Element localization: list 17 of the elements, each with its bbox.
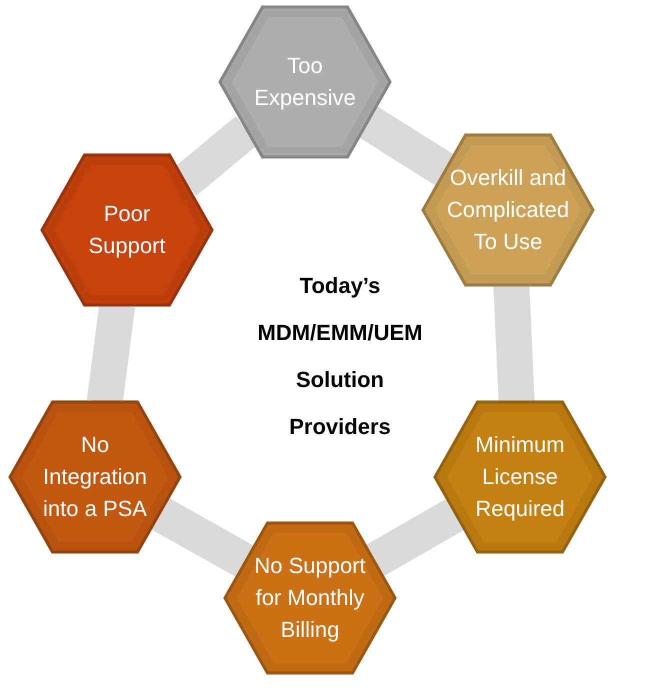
connector-band [493, 284, 535, 403]
hexagon [10, 402, 180, 552]
hexagon [435, 402, 605, 552]
hexagon-label: Minimum License Required [474, 431, 566, 523]
hexagon [225, 523, 395, 673]
hexagon [42, 155, 212, 305]
connector-band [365, 498, 465, 577]
hexagon-label: No Integration into a PSA [42, 431, 148, 523]
connector-band [358, 106, 455, 186]
hexagon [423, 135, 593, 285]
hexagon [220, 7, 390, 157]
hexagon-label: Poor Support [87, 200, 167, 260]
hexagon-label: Overkill and Complicated To Use [446, 164, 570, 256]
hexagon-label: Too Expensive [253, 52, 357, 112]
hexagon-label: No Support for Monthly Billing [253, 552, 367, 644]
connector-band [150, 498, 254, 578]
center-title: Today’s MDM/EMM/UEM Solution Providers [256, 272, 424, 441]
